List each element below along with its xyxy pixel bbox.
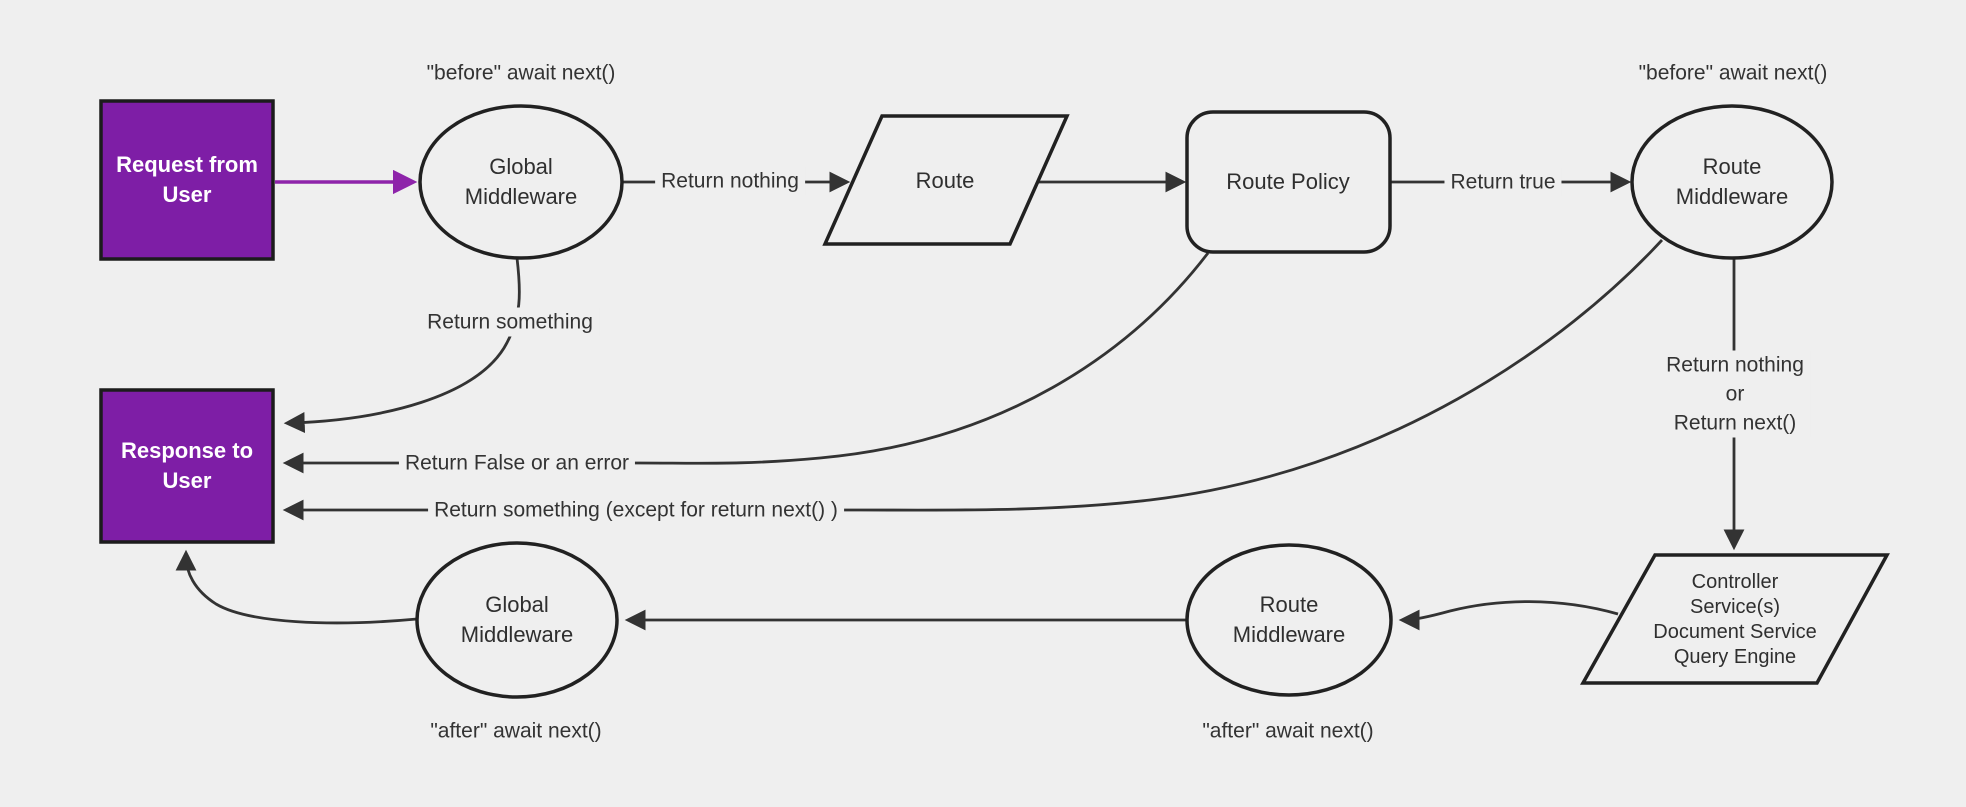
edge-route-middleware-return-something-to-response xyxy=(282,239,1664,521)
return-nothing-or-return-next-label: Return nothing or Return next() xyxy=(1660,350,1810,438)
route-middleware-before-label: Route Middleware xyxy=(1675,154,1789,209)
request-from-user-label: Request from User xyxy=(116,152,258,207)
node-controller-services xyxy=(1580,553,1890,685)
return-something-except-label: Return something (except for return next… xyxy=(428,495,844,525)
return-something-label: Return something xyxy=(421,307,599,337)
edge-controller-to-route-middleware-after xyxy=(1398,600,1619,631)
node-global-middleware-after xyxy=(415,541,619,699)
before-await-next-label-right: "before" await next() xyxy=(1638,61,1828,85)
return-false-or-error-label: Return False or an error xyxy=(398,448,636,478)
after-await-next-label-right: "after" await next() xyxy=(1202,719,1374,743)
node-route-middleware-after xyxy=(1185,543,1393,697)
node-route-policy xyxy=(1185,110,1392,254)
route-label: Route xyxy=(915,168,975,193)
controller-services-label: Controller Service(s) Document Service Q… xyxy=(1653,571,1817,668)
route-policy-label: Route Policy xyxy=(1226,169,1350,194)
edge-route-policy-return-false-to-response xyxy=(282,252,1210,474)
after-await-next-label-left: "after" await next() xyxy=(430,719,602,743)
edge-global-middleware-after-to-response xyxy=(175,549,418,625)
node-response-to-user xyxy=(99,388,275,544)
node-route-middleware-before xyxy=(1630,104,1834,260)
node-route xyxy=(822,114,1070,246)
response-to-user-label: Response to User xyxy=(120,438,254,493)
route-middleware-after-label: Route Middleware xyxy=(1232,592,1346,647)
edge-global-middleware-return-something-to-response xyxy=(283,257,521,434)
node-global-middleware-before xyxy=(418,104,624,260)
return-true-label: Return true xyxy=(1444,167,1562,197)
before-await-next-label-left: "before" await next() xyxy=(426,61,616,85)
return-nothing-label: Return nothing xyxy=(655,166,805,196)
node-request-from-user xyxy=(99,99,275,261)
global-middleware-before-label: Global Middleware xyxy=(464,154,578,209)
global-middleware-after-label: Global Middleware xyxy=(460,592,574,647)
